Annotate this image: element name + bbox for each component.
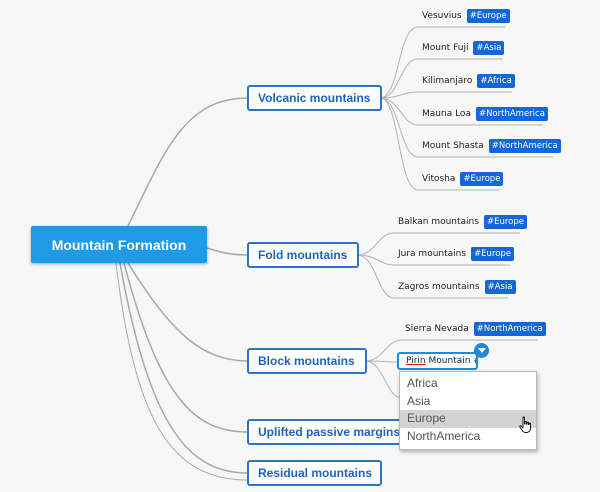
- leaf-vitosha[interactable]: Vitosha #Europe: [422, 172, 504, 186]
- connector-fuji: [380, 58, 503, 99]
- node-edit-input[interactable]: Pirin Mountain #: [397, 352, 478, 370]
- leaf-label: Balkan mountains: [398, 217, 479, 227]
- connector-zagros: [357, 254, 508, 299]
- connector-kilimanjaro: [380, 91, 512, 99]
- dropdown-option-africa[interactable]: Africa: [407, 376, 438, 390]
- tag-badge[interactable]: #Asia: [484, 280, 516, 294]
- root-node[interactable]: Mountain Formation: [31, 226, 207, 263]
- leaf-jura-mountains[interactable]: Jura mountains #Europe: [398, 247, 515, 261]
- branch-volcanic-mountains[interactable]: Volcanic mountains: [247, 85, 382, 111]
- connector-shasta: [380, 97, 553, 158]
- dropdown-option-northamerica[interactable]: NorthAmerica: [407, 428, 481, 443]
- branch-label: Fold mountains: [258, 248, 348, 262]
- dropdown-option-asia[interactable]: Asia: [407, 393, 431, 408]
- branch-fold-mountains[interactable]: Fold mountains: [247, 242, 359, 268]
- leaf-label: Jura mountains: [398, 249, 467, 259]
- leaf-zagros-mountains[interactable]: Zagros mountains #Asia: [398, 280, 516, 294]
- connector-root-volcanic: [127, 97, 249, 227]
- branch-label: Residual mountains: [258, 466, 373, 480]
- tag-badge[interactable]: #NorthAmerica: [488, 139, 561, 153]
- tag-badge[interactable]: #Africa: [477, 74, 515, 88]
- leaf-label: Mount Shasta: [422, 141, 484, 151]
- tag-badge[interactable]: #Asia: [473, 41, 505, 55]
- connector-sierra: [365, 339, 538, 362]
- leaf-vesuvius[interactable]: Vesuvius #Europe: [422, 9, 510, 23]
- tag-badge[interactable]: #Europe: [483, 215, 527, 229]
- chevron-down-icon[interactable]: [474, 343, 489, 358]
- branch-label: Uplifted passive margins: [258, 425, 401, 439]
- leaf-label: Vesuvius: [422, 11, 462, 21]
- connector-jura: [357, 254, 510, 266]
- leaf-sierra-nevada[interactable]: Sierra Nevada #NorthAmerica: [405, 322, 546, 336]
- connector-root-fold: [206, 247, 249, 256]
- leaf-label: Zagros mountains: [398, 282, 480, 292]
- leaf-balkan-mountains[interactable]: Balkan mountains #Europe: [398, 215, 527, 229]
- tag-badge[interactable]: #NorthAmerica: [473, 322, 546, 336]
- root-node-label: Mountain Formation: [51, 236, 187, 253]
- branch-uplifted-passive-margins[interactable]: Uplifted passive margins: [247, 419, 407, 445]
- connector-root-extra: [115, 262, 249, 481]
- leaf-label: Mauna Loa: [422, 109, 471, 119]
- tag-badge[interactable]: #Europe: [466, 9, 510, 23]
- leaf-mount-fuji[interactable]: Mount Fuji #Asia: [422, 41, 505, 55]
- connector-maunaloa: [380, 97, 543, 126]
- tag-badge[interactable]: #NorthAmerica: [475, 107, 548, 121]
- connector-vesuvius: [380, 26, 505, 99]
- connector-vitosha: [380, 97, 500, 191]
- leaf-label: Kilimanjaro: [422, 76, 473, 86]
- leaf-kilimanjaro[interactable]: Kilimanjaro #Africa: [422, 74, 515, 88]
- leaf-label: Sierra Nevada: [405, 324, 469, 334]
- tag-badge[interactable]: #Europe: [471, 247, 515, 261]
- connector-hidden: [365, 360, 403, 399]
- connector-root-uplifted: [123, 262, 249, 433]
- connector-root-residual: [119, 262, 249, 474]
- dropdown-option-europe[interactable]: Europe: [400, 410, 536, 428]
- hand-pointer-icon: [519, 416, 531, 433]
- leaf-label: Vitosha: [422, 174, 456, 184]
- leaf-mount-shasta[interactable]: Mount Shasta #NorthAmerica: [422, 139, 561, 153]
- tag-badge[interactable]: #Europe: [460, 172, 504, 186]
- connector-pirin: [365, 360, 398, 363]
- connector-balkan: [357, 232, 520, 256]
- connector-root-block: [127, 262, 249, 362]
- chevron-down-shape: [477, 348, 486, 353]
- branch-block-mountains[interactable]: Block mountains: [247, 348, 367, 374]
- branch-label: Volcanic mountains: [258, 91, 371, 105]
- leaf-label: Mount Fuji: [422, 43, 469, 53]
- edit-text-misspelled: Pirin: [406, 356, 426, 366]
- branch-residual-mountains[interactable]: Residual mountains: [247, 460, 382, 486]
- branch-label: Block mountains: [258, 354, 355, 368]
- tag-autocomplete-dropdown[interactable]: Africa Asia Europe NorthAmerica: [399, 371, 537, 450]
- leaf-mauna-loa[interactable]: Mauna Loa #NorthAmerica: [422, 107, 548, 121]
- edit-text-rest: Mountain #: [425, 356, 478, 366]
